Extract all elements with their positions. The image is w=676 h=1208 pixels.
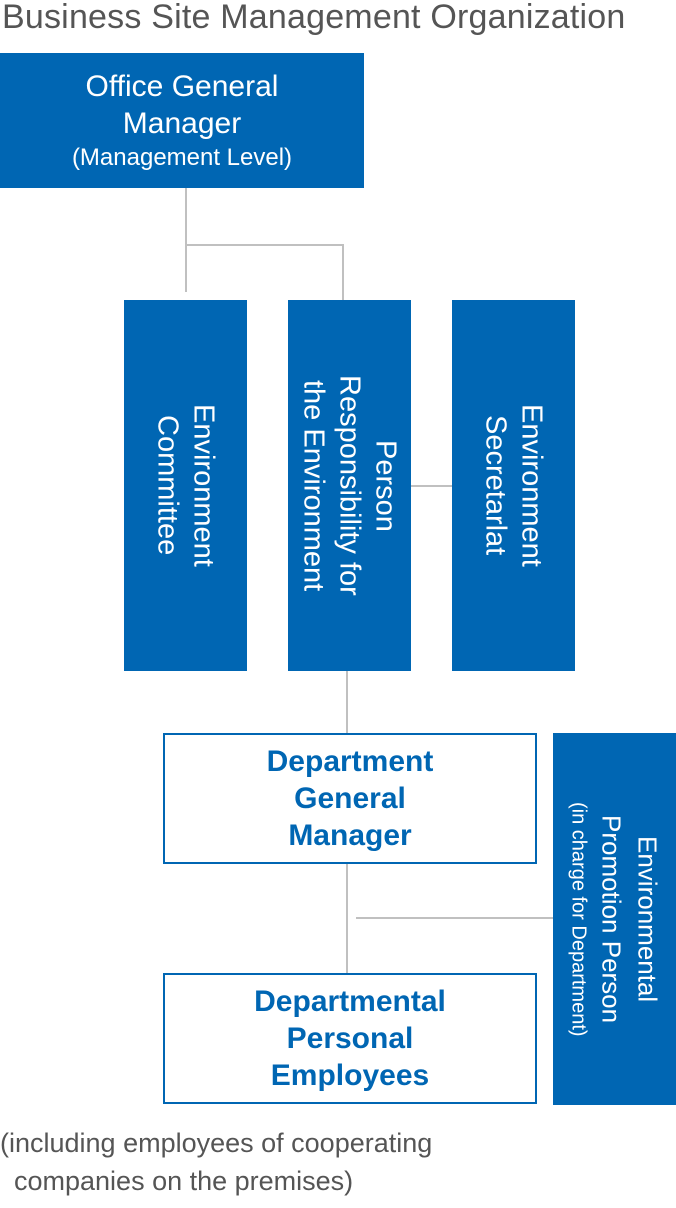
department-general-manager-box: Department General Manager — [163, 733, 537, 864]
office-gm-line2: Manager — [122, 106, 242, 140]
connector-line — [185, 244, 344, 246]
office-gm-line1: Office General — [85, 69, 279, 103]
departmental-employees-box: Departmental Personal Employees — [163, 973, 537, 1104]
connector-line — [346, 671, 348, 733]
dept-gm-line1: Department — [266, 745, 434, 778]
env-promotion-line2: Promotion Person — [596, 814, 627, 1024]
person-responsible-line3: the Environment — [297, 379, 330, 592]
page-title: Business Site Management Organization — [2, 0, 626, 36]
connector-line — [342, 244, 344, 300]
footnote: (including employees of cooperating comp… — [0, 1124, 432, 1200]
dept-gm-line2: General — [294, 782, 406, 815]
env-committee-line2: Committee — [151, 415, 184, 556]
connector-line — [346, 864, 348, 973]
footnote-line1: (including employees of cooperating — [0, 1128, 433, 1158]
env-promotion-line1: Environmental — [632, 835, 663, 1003]
environment-secretariat-box: Environment Secretarlat — [452, 300, 575, 671]
connector-line — [356, 917, 553, 919]
environment-committee-box: Environment Committee — [124, 300, 247, 671]
environmental-promotion-person-box: Environmental Promotion Person (in charg… — [553, 733, 676, 1105]
office-gm-level: (Management Level) — [71, 143, 293, 171]
env-secretariat-line2: Secretarlat — [479, 415, 512, 556]
dept-employees-line1: Departmental — [254, 985, 446, 1018]
person-responsible-box: Person Responsibility for the Environmen… — [288, 300, 411, 671]
dept-employees-line3: Employees — [270, 1059, 430, 1092]
dept-employees-line2: Personal — [286, 1022, 414, 1055]
person-responsible-line2: Responsibility for — [333, 375, 366, 596]
footnote-line2: companies on the premises) — [14, 1166, 354, 1196]
person-responsible-line1: Person — [369, 439, 402, 532]
env-committee-line1: Environment — [187, 404, 220, 567]
env-secretariat-line1: Environment — [515, 404, 548, 567]
connector-line — [185, 188, 187, 292]
connector-line — [410, 485, 452, 487]
env-promotion-line3: (in charge for Department) — [567, 801, 590, 1037]
office-general-manager-box: Office General Manager (Management Level… — [0, 53, 364, 188]
dept-gm-line3: Manager — [288, 819, 412, 852]
